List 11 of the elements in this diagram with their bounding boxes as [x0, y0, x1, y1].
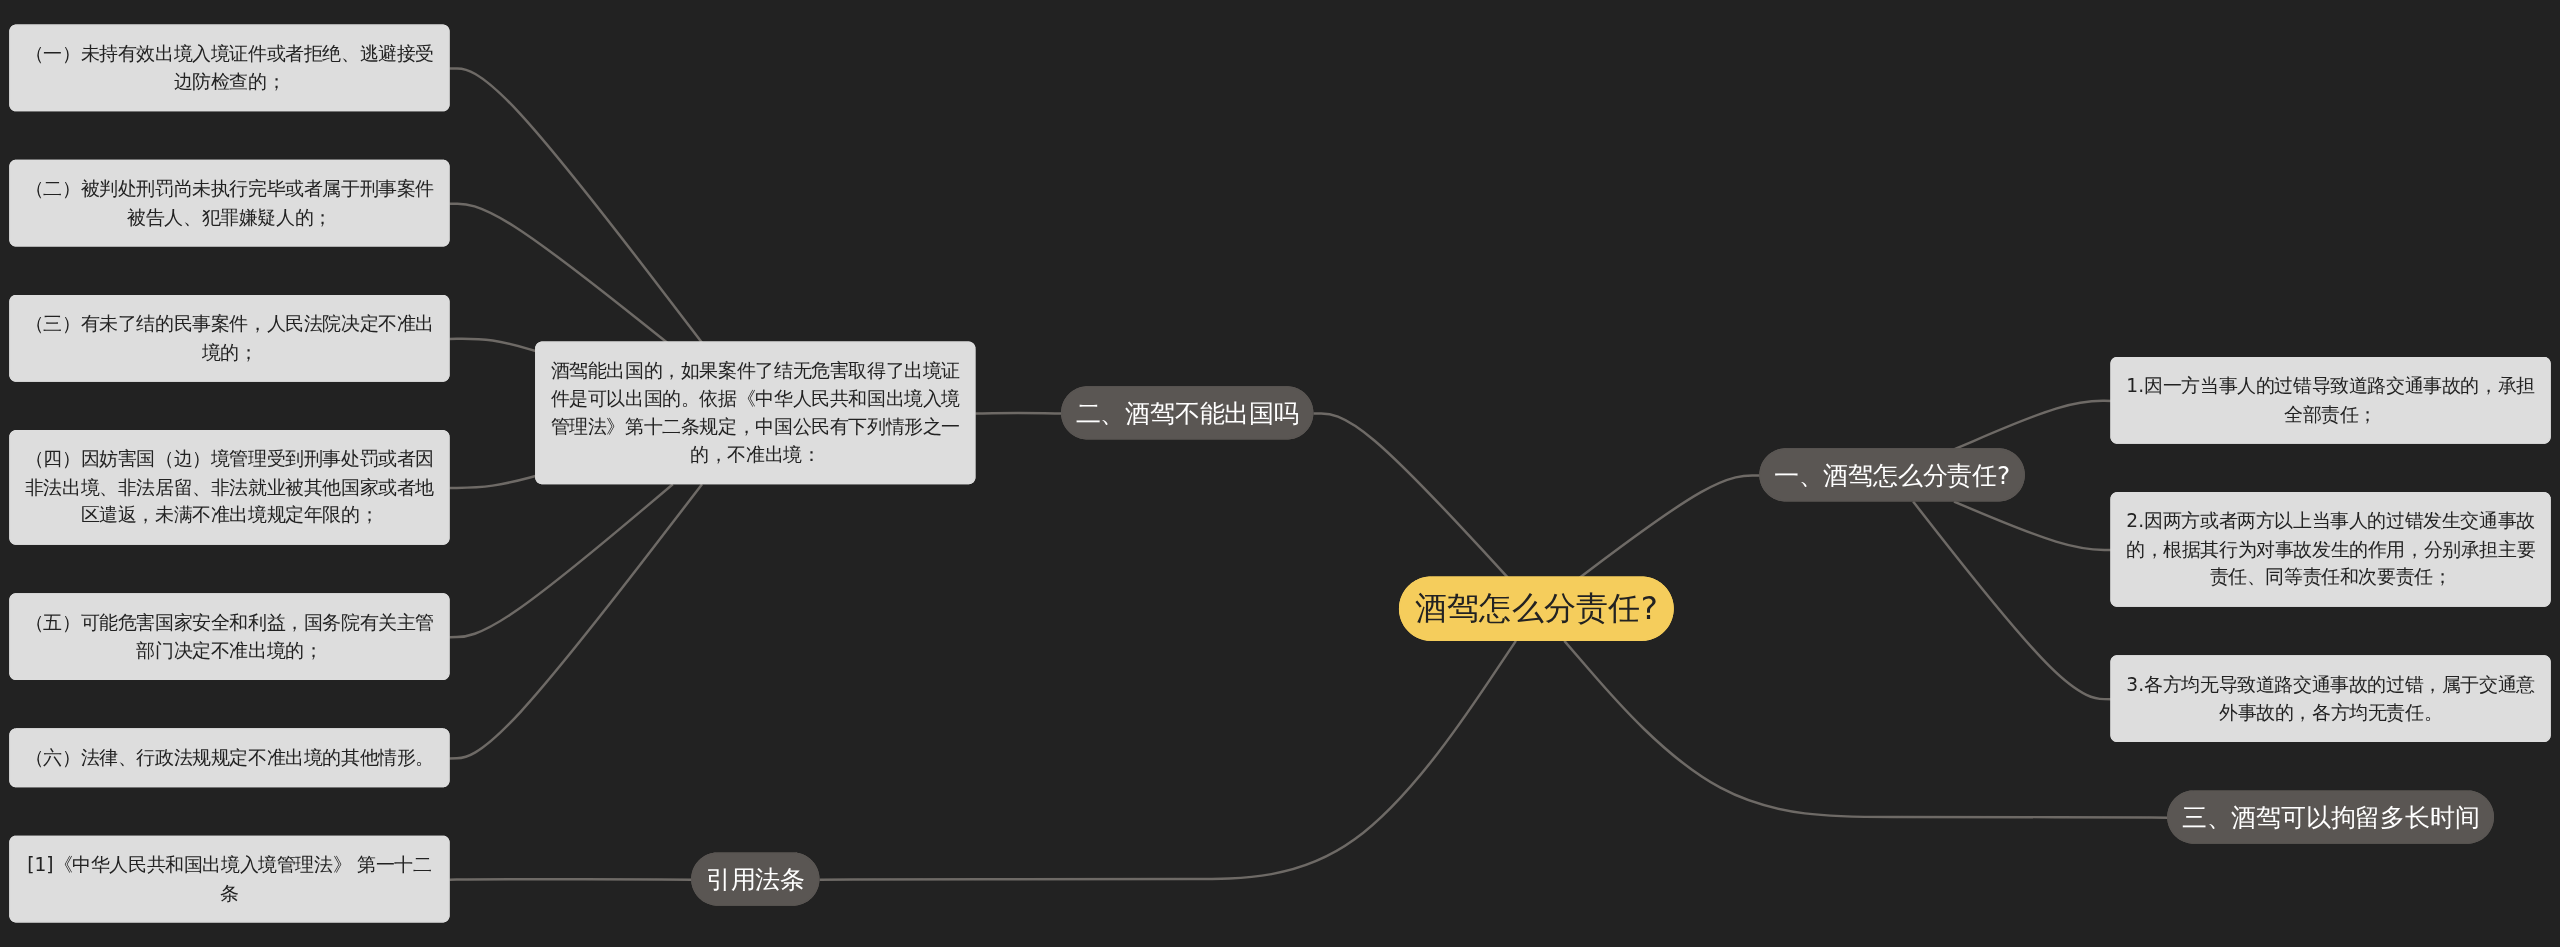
- connector: [449, 483, 674, 639]
- connector: [449, 202, 669, 344]
- connector: [1578, 474, 1761, 579]
- connector: [449, 483, 704, 760]
- connector: [449, 474, 537, 490]
- connector: [1912, 500, 2112, 701]
- connector: [449, 67, 704, 344]
- connector: [1313, 412, 1509, 579]
- connector: [1563, 640, 2169, 819]
- connector: [1953, 500, 2112, 552]
- connector: [819, 640, 1517, 881]
